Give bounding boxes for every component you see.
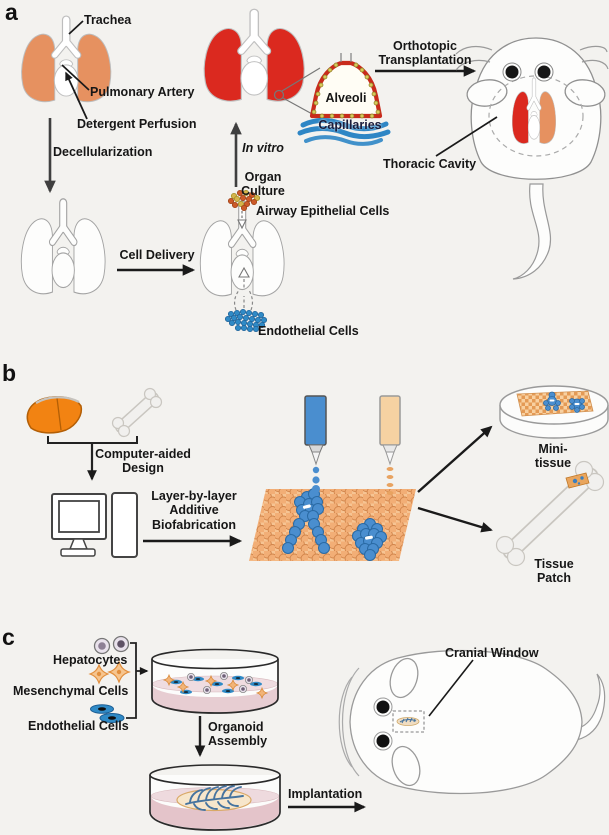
layer-by-layer-label: Layer-by-layer Additive Biofabrication	[151, 489, 237, 532]
mesenchymal-cell-icons	[88, 660, 131, 685]
endothelial-cells-label-a: Endothelial Cells	[258, 324, 359, 338]
alveoli-label: Alveoli	[325, 91, 367, 105]
decellularization-label: Decellularization	[53, 145, 153, 159]
magnifier-circle	[273, 89, 285, 101]
trachea-label: Trachea	[84, 13, 132, 27]
cells-bracket	[126, 642, 137, 719]
bone-icon	[111, 387, 163, 438]
bone-patch-icon	[565, 472, 590, 489]
detergent-perfusion-label: Detergent Perfusion	[77, 117, 197, 131]
rat-eye-left	[505, 65, 519, 79]
implantation-label: Implantation	[288, 787, 363, 801]
capillaries-label: Capillaries	[318, 118, 382, 132]
pulmonary-artery-pointer-line	[61, 64, 90, 91]
panel-c-label: c	[2, 624, 15, 650]
mini-tissue-arrow	[417, 425, 493, 493]
bioprinter-nozzle-tan-icon	[379, 395, 401, 495]
rat-ear-right	[564, 79, 606, 107]
mini-tissue-label: Mini-tissue	[534, 442, 572, 471]
bioprinter-nozzle-blue-icon	[304, 395, 327, 493]
panel-b-label: b	[2, 360, 17, 386]
vascular-entry-dashes	[233, 279, 254, 311]
cranial-window-label: Cranial Window	[445, 646, 539, 660]
cell-delivery-label: Cell Delivery	[119, 248, 195, 262]
rat-ear-left	[466, 79, 508, 107]
tissue-patch-arrow	[417, 506, 493, 533]
vascular-entry-arrow	[238, 266, 250, 278]
computer-icon	[51, 492, 138, 558]
thoracic-opening-dashed	[488, 75, 584, 157]
mouse-tail	[541, 673, 606, 742]
recellularized-lung-icon	[200, 205, 284, 296]
pulmonary-artery-label: Pulmonary Artery	[90, 85, 195, 99]
rat-eye-right	[537, 65, 551, 79]
trachea-pointer-line	[68, 20, 84, 35]
endothelial-cells-label-c: Endothelial Cells	[28, 719, 129, 733]
assembled-organoid-icon	[176, 785, 252, 812]
mouse-eye-bottom	[376, 734, 390, 748]
cell-sheet-icon	[249, 489, 416, 561]
hepatocyte-icons	[93, 635, 130, 655]
in-vitro-organ-culture-label: In vitro Organ Culture	[241, 127, 285, 213]
mesenchymal-cells-label: Mesenchymal Cells	[13, 684, 129, 698]
airway-epithelial-cells-label: Airway Epithelial Cells	[256, 204, 390, 218]
rat-icon	[455, 37, 609, 280]
liver-icon	[26, 396, 83, 434]
culture-dish-1-icon	[151, 648, 279, 714]
mouse-icon	[338, 649, 606, 795]
airway-entry-arrow	[237, 219, 247, 230]
panel-a-label: a	[5, 0, 18, 25]
suspended-cells-icons	[162, 672, 269, 700]
tissue-patch-label: Tissue Patch	[534, 557, 574, 586]
computer-tower	[111, 492, 138, 558]
airway-epithelial-cells-icon	[227, 189, 261, 212]
mouse-whiskers	[338, 667, 360, 777]
cultured-lung-icon	[204, 13, 304, 101]
in-vitro-text: In vitro	[242, 141, 284, 156]
endothelial-cell-icons	[90, 704, 125, 723]
printed-tissue-1-icon	[282, 488, 330, 554]
thoracic-cavity-pointer-line	[435, 116, 498, 157]
rat-whiskers	[455, 45, 609, 71]
tissue-patch-bone-icon	[495, 460, 605, 567]
orthotopic-transplantation-label: Orthotopic Transplantation	[378, 39, 472, 68]
cranial-window-pointer-line	[428, 659, 474, 717]
panel-c-graphics	[88, 635, 606, 831]
mini-tissue-dish-icon	[499, 385, 609, 439]
culture-dish-2-icon	[149, 764, 281, 831]
organoid-assembly-label: Organoid Assembly	[208, 720, 268, 749]
mouse-ear-top	[389, 657, 419, 699]
thoracic-cavity-label: Thoracic Cavity	[383, 157, 477, 171]
decellularized-lung-icon	[21, 203, 105, 294]
panel-a-graphics	[21, 13, 609, 333]
endothelial-cells-cluster-icon	[224, 308, 268, 333]
mouse-ear-bottom	[391, 745, 421, 787]
rat-tail	[512, 183, 552, 280]
computer-aided-design-label: Computer-aided Design	[95, 447, 191, 476]
organ-culture-text: Organ Culture	[241, 169, 285, 198]
printed-tissue-2-icon	[352, 518, 387, 561]
capillaries-icon	[297, 118, 391, 146]
panel-b-graphics	[26, 385, 609, 567]
alveolus-icon	[297, 53, 391, 146]
detergent-perfusion-arrow	[65, 71, 88, 120]
mouse-eye-top	[376, 700, 390, 714]
hepatocytes-label: Hepatocytes	[53, 653, 128, 667]
